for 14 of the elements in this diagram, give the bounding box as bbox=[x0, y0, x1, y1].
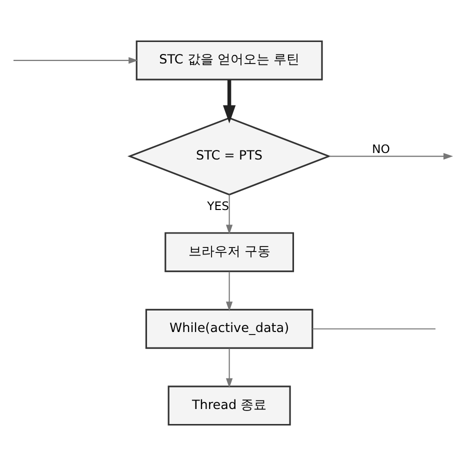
arrow bbox=[14, 56, 138, 64]
arrow bbox=[226, 194, 233, 234]
arrow bbox=[222, 80, 236, 123]
edge-label: YES bbox=[207, 198, 230, 213]
node-box: STC 값을 얻어오는 루틴 bbox=[136, 40, 323, 80]
edge-label: NO bbox=[372, 141, 390, 156]
arrow bbox=[329, 152, 454, 160]
node-box: 브라우저 구동 bbox=[164, 232, 294, 272]
connector bbox=[312, 328, 436, 329]
arrow bbox=[226, 271, 233, 311]
node-diamond: STC = PTS bbox=[127, 116, 332, 195]
arrow bbox=[226, 348, 233, 388]
node-box: Thread 종료 bbox=[168, 385, 291, 426]
node-box: While(active_data) bbox=[145, 308, 314, 348]
